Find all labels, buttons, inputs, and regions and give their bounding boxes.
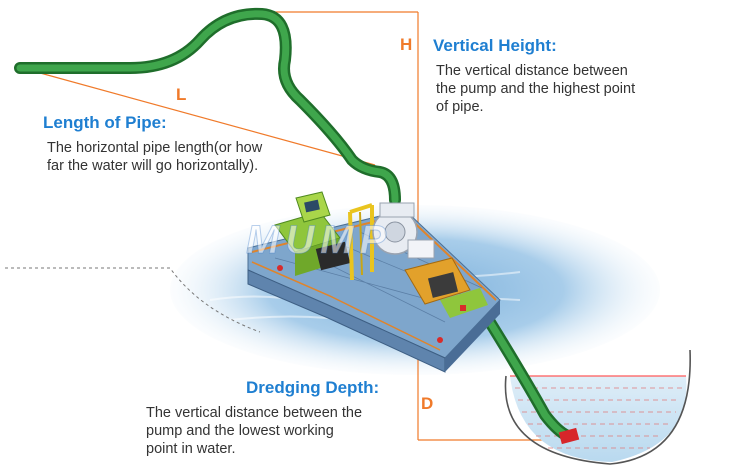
length-of-pipe-description: The horizontal pipe length(or how far th… (47, 139, 262, 175)
depth-label: D (421, 394, 434, 413)
length-of-pipe-line: far the water will go horizontally). (47, 158, 259, 174)
dredging-depth-line: pump and the lowest working (146, 423, 334, 439)
pit-water-ripples (515, 387, 683, 449)
vertical-height-line: the pump and the highest point (436, 81, 636, 97)
vertical-height-line: of pipe. (436, 99, 484, 115)
height-label: H (400, 35, 413, 54)
discharge-pipe-highlight (16, 10, 399, 204)
dredging-depth-title: Dredging Depth: (246, 378, 380, 397)
watermark: MUMP (246, 218, 392, 262)
vertical-height-line: The vertical distance between (436, 63, 628, 79)
length-of-pipe-title: Length of Pipe: (43, 113, 167, 132)
dredging-depth-description: The vertical distance between the pump a… (146, 404, 362, 458)
length-label: L (176, 85, 187, 104)
dredging-depth-line: The vertical distance between the (146, 405, 363, 421)
dredging-depth-line: point in water. (146, 441, 236, 457)
vertical-height-description: The vertical distance between the pump a… (436, 62, 635, 116)
cutter-head (558, 427, 580, 445)
dredger-vessel (247, 191, 501, 373)
vertical-height-title: Vertical Height: (433, 36, 557, 55)
length-of-pipe-line: The horizontal pipe length(or how (47, 140, 263, 156)
ground-dashed-line (5, 267, 261, 333)
dredging-pit (510, 376, 687, 462)
pit-wall (504, 349, 691, 465)
